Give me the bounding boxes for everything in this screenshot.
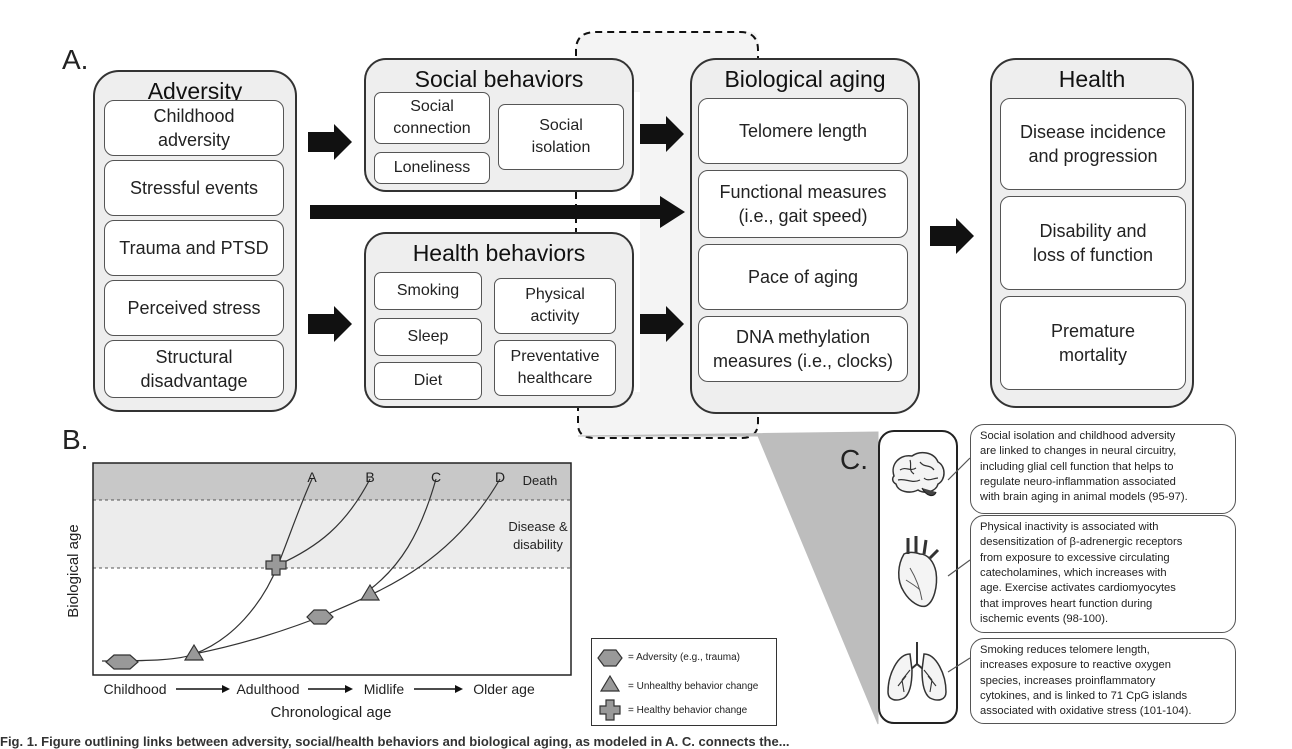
healthy-legend-icon [599, 699, 621, 721]
unhealthy-behavior-marker [359, 583, 381, 601]
x-stage-label: Adulthood [236, 681, 299, 697]
disease-zone [93, 500, 571, 568]
death-zone-label: Death [523, 473, 558, 488]
dashed-highlight-region [576, 32, 758, 438]
trajectory-label: A [307, 469, 317, 485]
arrow-adversity-to-social [308, 124, 352, 160]
health-item: Disability and loss of function [1000, 196, 1186, 290]
panel-c-letter: C. [840, 444, 868, 475]
callout-lungs: Smoking reduces telomere length, increas… [970, 638, 1236, 724]
panel-a-letter: A. [62, 44, 89, 75]
bio-aging-item: DNA methylation measures (i.e., clocks) [698, 316, 908, 382]
legend-label: = Healthy behavior change [628, 705, 748, 716]
biological-aging-title: Biological aging [724, 66, 886, 92]
stage-arrowhead [455, 685, 463, 693]
arrow-adversity-to-bio [310, 196, 685, 228]
legend-label: = Adversity (e.g., trauma) [628, 652, 740, 663]
adversity-legend-icon [597, 649, 623, 667]
legend-label: = Unhealthy behavior change [628, 681, 759, 692]
health-item: Premature mortality [1000, 296, 1186, 390]
adversity-item: Stressful events [104, 160, 284, 216]
callout-brain: Social isolation and childhood adversity… [970, 424, 1236, 514]
x-axis-label: Chronological age [271, 704, 392, 721]
zoom-wedge [577, 431, 879, 725]
bio-aging-item: Telomere length [698, 98, 908, 164]
lungs-icon [887, 642, 947, 701]
x-stage-label: Older age [473, 681, 535, 697]
trajectory-label: B [365, 469, 374, 485]
trajectory-c-curve [367, 478, 437, 592]
panel-b-chart: A B C D Death Disease & disability Biolo… [65, 462, 572, 721]
bio-aging-item: Functional measures (i.e., gait speed) [698, 170, 908, 238]
stage-arrowhead [222, 685, 230, 693]
brain-icon [891, 451, 945, 497]
social-item: Social connection [374, 92, 490, 144]
healthy-behavior-marker [265, 554, 287, 576]
figure-caption: Fig. 1. Figure outlining links between a… [0, 734, 790, 749]
trajectory-label: C [431, 469, 441, 485]
arrow-health-behaviors-to-bio [640, 306, 684, 342]
health-item: Disease incidence and progression [1000, 98, 1186, 190]
arrow-bio-to-health [930, 218, 974, 254]
arrow-social-to-bio [640, 116, 684, 152]
y-axis-label: Biological age [65, 524, 82, 617]
unhealthy-legend-icon [599, 674, 621, 692]
adversity-item: Childhood adversity [104, 100, 284, 156]
social-item: Social isolation [498, 104, 624, 170]
social-behaviors-title: Social behaviors [414, 66, 584, 92]
adversity-marker [105, 654, 139, 670]
trajectory-label: D [495, 469, 505, 485]
adversity-title: Adversity [147, 78, 243, 104]
health-behavior-item: Diet [374, 362, 482, 400]
adversity-item: Trauma and PTSD [104, 220, 284, 276]
health-behavior-item: Sleep [374, 318, 482, 356]
health-behaviors-title: Health behaviors [412, 240, 586, 266]
adversity-item: Structural disadvantage [104, 340, 284, 398]
panel-b-letter: B. [62, 424, 89, 455]
trajectory-b-curve [277, 478, 371, 566]
adversity-marker [306, 609, 334, 625]
disease-zone-label-line1: Disease & [508, 519, 568, 534]
disease-zone-label-line2: disability [513, 537, 563, 552]
callout-connectors [947, 457, 971, 673]
health-title: Health [1058, 66, 1126, 92]
x-stage-label: Childhood [103, 681, 166, 697]
adversity-item: Perceived stress [104, 280, 284, 336]
health-behavior-item: Preventative healthcare [494, 340, 616, 396]
stage-arrowhead [345, 685, 353, 693]
trajectory-d-curve [193, 478, 501, 655]
social-item: Loneliness [374, 152, 490, 184]
unhealthy-behavior-marker [183, 643, 205, 661]
arrow-adversity-to-health-behaviors [308, 306, 352, 342]
health-behavior-item: Smoking [374, 272, 482, 310]
x-stage-label: Midlife [364, 681, 405, 697]
legend-box [591, 638, 777, 726]
legend-symbols [597, 649, 623, 721]
trajectory-a-curve [101, 478, 313, 662]
callout-heart: Physical inactivity is associated with d… [970, 515, 1236, 633]
heart-icon [898, 536, 940, 608]
chart-frame [92, 462, 572, 676]
bio-aging-item: Pace of aging [698, 244, 908, 310]
dashed-outline-top [575, 31, 759, 92]
dashed-outline-bottom [577, 392, 759, 439]
health-behavior-item: Physical activity [494, 278, 616, 334]
